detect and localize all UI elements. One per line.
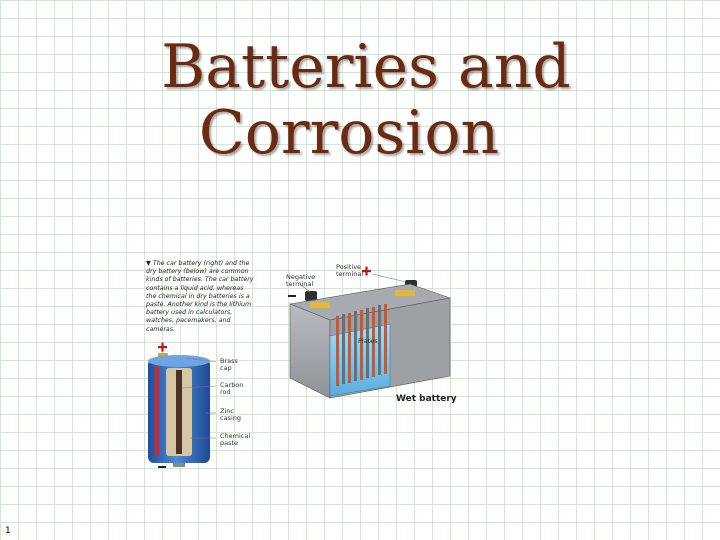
plate-9 (384, 304, 387, 374)
leader-carbon-rod (181, 385, 217, 389)
slide-title-line-2: Corrosion (198, 98, 500, 168)
plate-7 (372, 307, 375, 377)
wet-battery-plus-vertical (365, 266, 368, 276)
plate-5 (360, 310, 363, 380)
figure-caption: ▼ The car battery (right) and the dry ba… (146, 260, 254, 333)
label-negative-terminal: Negative terminal (286, 273, 316, 288)
plate-4 (354, 311, 357, 381)
label-chemical-paste: Chemical paste (220, 432, 251, 447)
leader-brass-cap (185, 357, 217, 363)
wet-battery-minus (288, 295, 296, 297)
leader-positive-terminal (371, 273, 407, 283)
dry-battery-stripe (155, 366, 159, 456)
dry-battery-plus-vertical (161, 342, 164, 352)
negative-terminal-post (305, 291, 317, 301)
label-zinc-casing: Zinc casing (220, 407, 241, 422)
wet-battery (288, 266, 452, 399)
dry-battery-minus (158, 466, 166, 468)
slide-title: Batteries and Corrosion (0, 34, 720, 166)
label-brass-cap: Brass cap (220, 357, 238, 372)
leader-negative-terminal (299, 283, 311, 293)
label-positive-terminal: Positive terminal (336, 263, 364, 278)
dry-battery-top (148, 355, 210, 367)
label-plates: Plates (358, 337, 378, 345)
plate-6 (366, 308, 369, 378)
battery-illustration (148, 266, 452, 468)
cell-connector-1 (310, 302, 330, 308)
label-wet-battery: Wet battery (396, 394, 457, 404)
dry-battery-bottom-terminal (173, 463, 185, 467)
label-carbon-rod: Carbon rod (220, 381, 244, 396)
plate-2 (342, 314, 345, 384)
wet-battery-plates (336, 304, 387, 386)
plate-3 (348, 313, 351, 383)
dry-battery-carbon-rod (176, 370, 182, 454)
wet-battery-case-front (289, 303, 331, 399)
dry-battery (148, 342, 217, 468)
plate-1 (336, 316, 339, 386)
slide-number: 1 (5, 526, 11, 536)
plate-8 (378, 305, 381, 375)
battery-figure: ▼ The car battery (right) and the dry ba… (140, 258, 460, 473)
cell-connector-2 (395, 290, 415, 296)
slide-title-line-1: Batteries and (161, 32, 571, 102)
